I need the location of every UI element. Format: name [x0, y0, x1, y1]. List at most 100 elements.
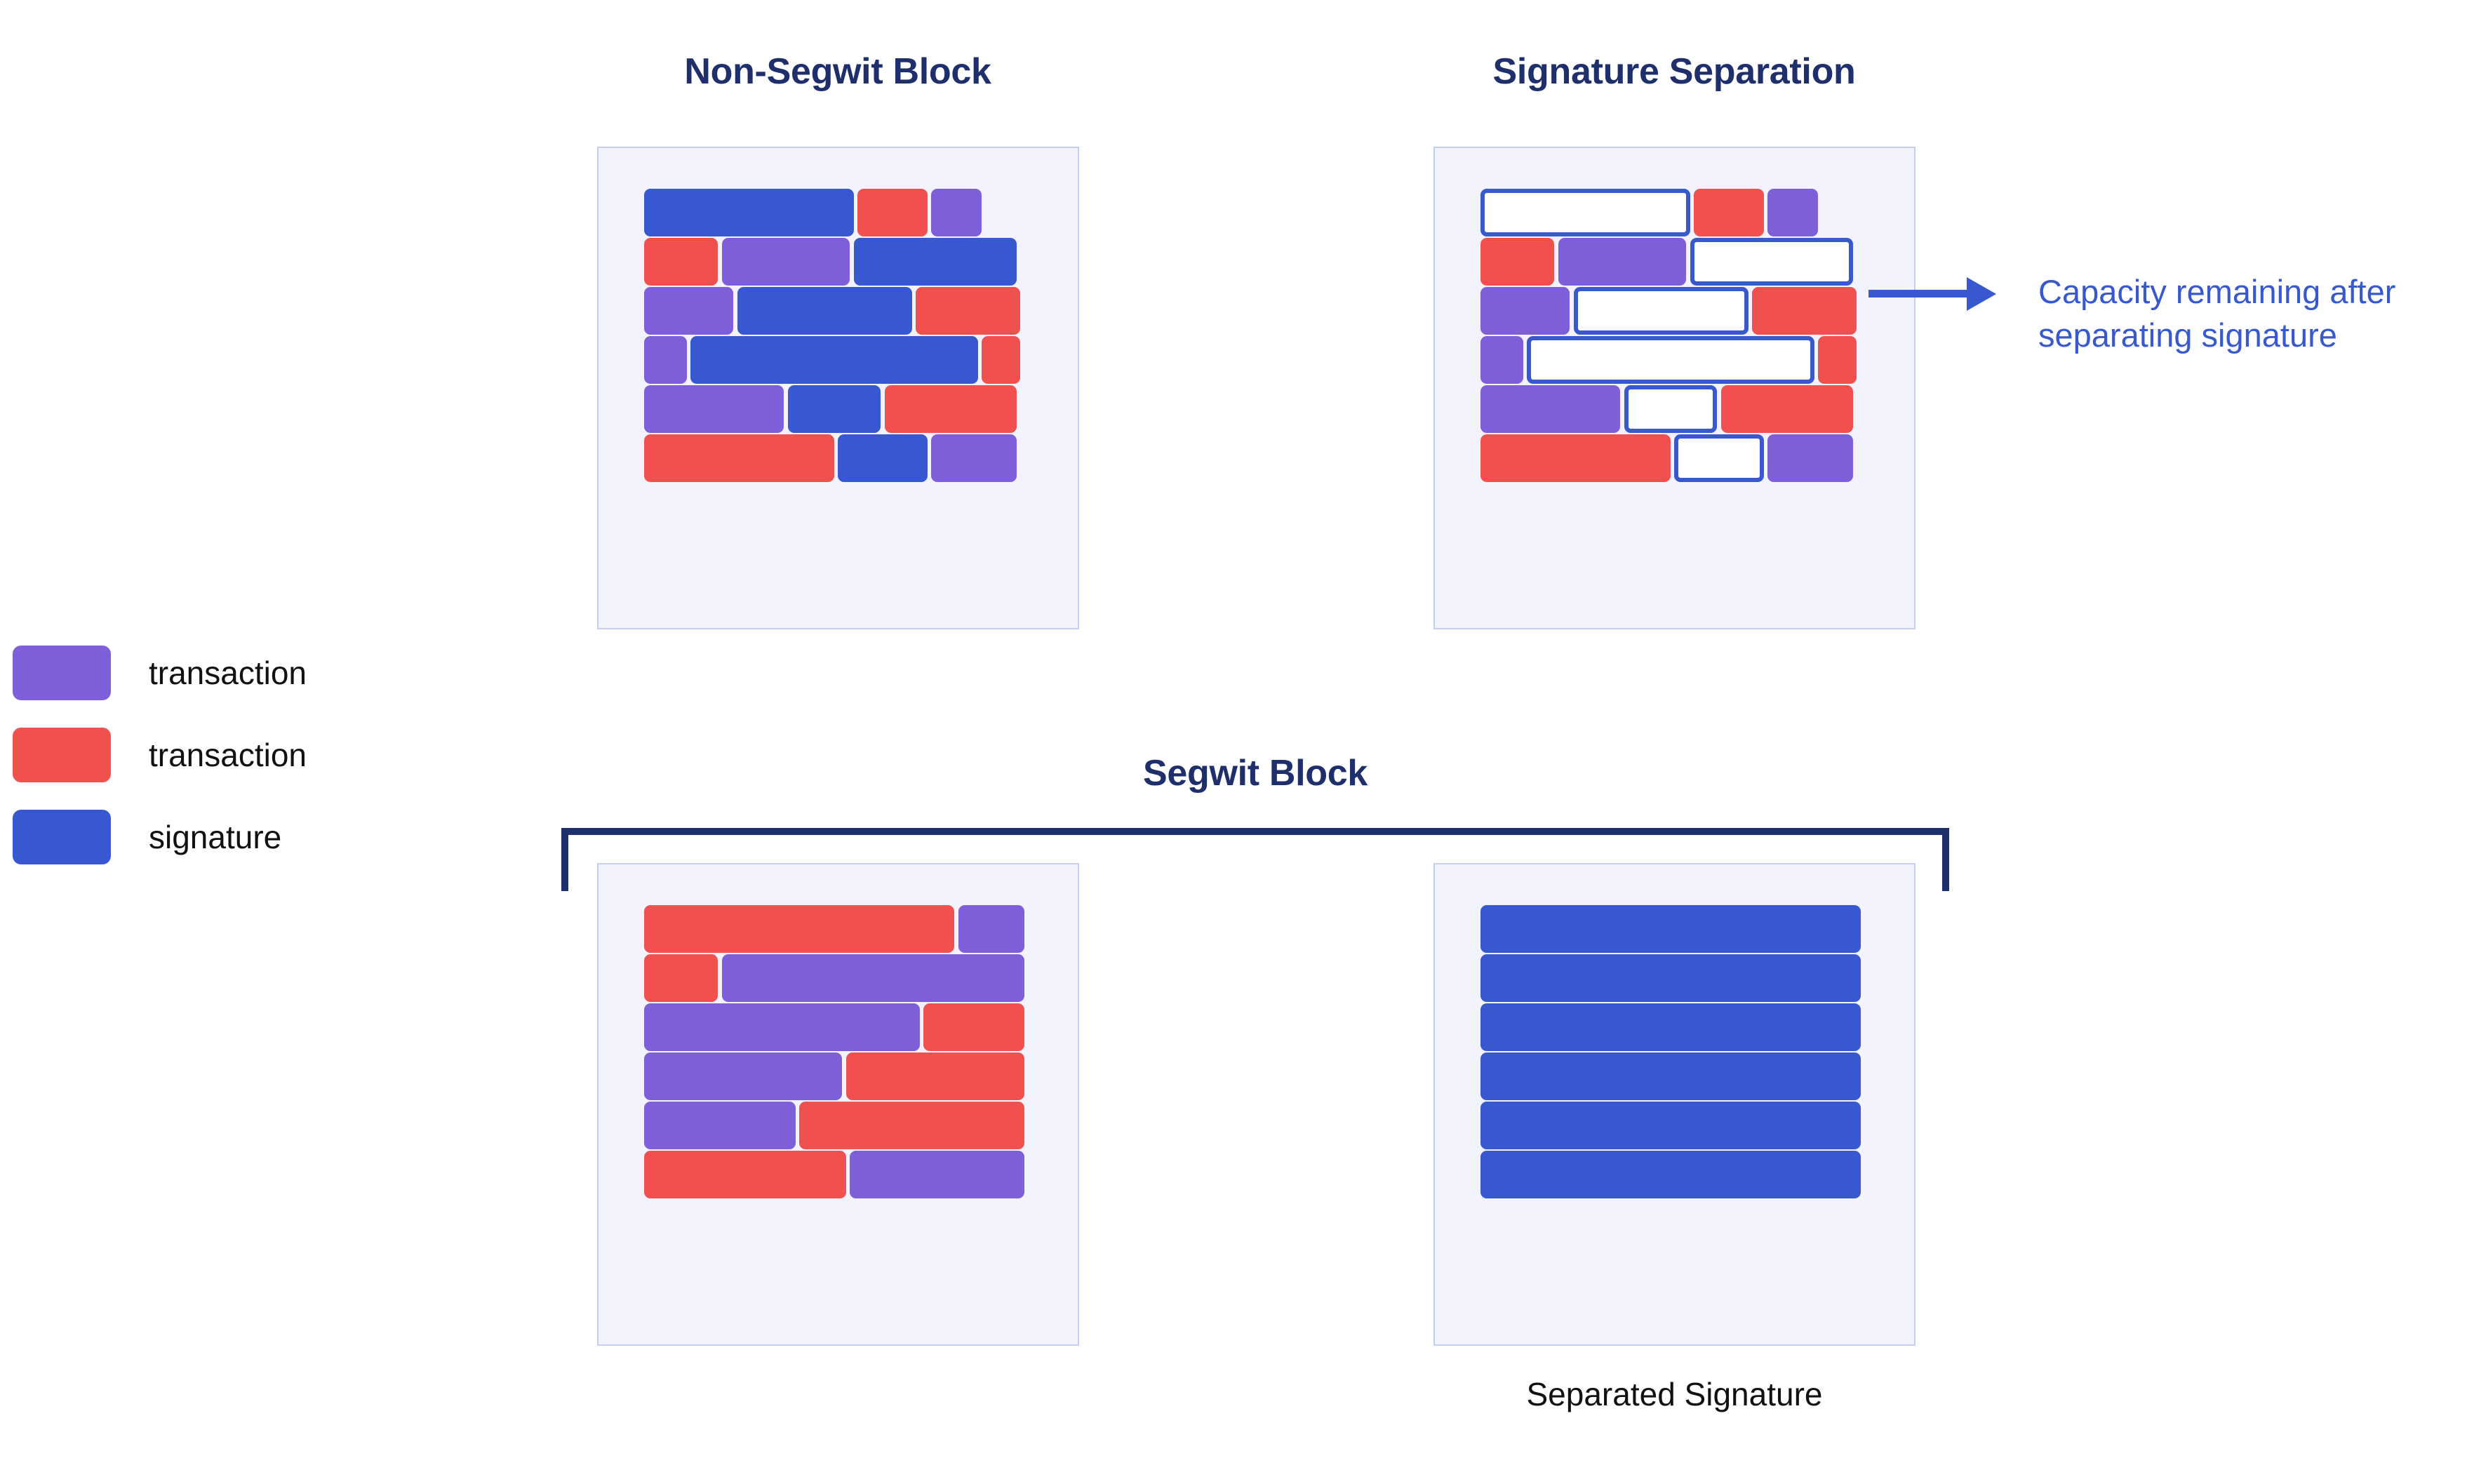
bar-transaction-purple	[931, 434, 1017, 482]
bar-transaction-red	[1694, 189, 1764, 236]
block-row	[1435, 905, 1914, 953]
bar-transaction-red	[916, 287, 1021, 335]
bar-transaction-purple	[721, 954, 1024, 1002]
bar-transaction-red	[644, 434, 834, 482]
block-row	[1435, 1151, 1914, 1198]
legend-item-label: transaction	[149, 737, 307, 773]
capacity-remaining-annotation: Capacity remaining after separating sign…	[2038, 273, 2396, 354]
bar-gap	[718, 954, 722, 1002]
bar-transaction-purple	[931, 189, 982, 236]
legend-item-label: signature	[149, 819, 282, 855]
non-segwit-block-title: Non-Segwit Block	[684, 51, 991, 92]
separated-signature-caption: Separated Signature	[1526, 1376, 1823, 1412]
block-row	[1435, 238, 1914, 286]
segwit-block-panel	[597, 863, 1079, 1346]
bar-gap	[1554, 238, 1558, 286]
bar-gap	[1620, 385, 1624, 433]
block-row	[1435, 336, 1914, 384]
bar-transaction-purple	[1480, 287, 1570, 335]
block-row	[599, 1052, 1078, 1100]
block-row	[1435, 287, 1914, 335]
block-row	[1435, 1102, 1914, 1149]
bar-transaction-red	[1752, 287, 1857, 335]
bar-transaction-red	[644, 238, 718, 286]
block-row	[599, 385, 1078, 433]
legend-item: transaction	[13, 646, 307, 700]
bar-transaction-purple	[644, 1102, 796, 1149]
bar-gap	[733, 287, 737, 335]
legend: transaction transaction signature	[13, 646, 307, 892]
bar-signature	[1480, 1003, 1861, 1051]
bar-gap	[1686, 238, 1690, 286]
bar-transaction-red	[644, 1151, 846, 1198]
legend-item-label: transaction	[149, 655, 307, 691]
bar-transaction-purple	[644, 336, 687, 384]
bar-transaction-purple	[850, 1151, 1024, 1198]
bar-transaction-red	[644, 905, 955, 953]
bar-transaction-purple	[1480, 385, 1621, 433]
block-row	[1435, 434, 1914, 482]
signature-separation-block-panel	[1433, 147, 1916, 629]
bar-gap	[842, 1052, 846, 1100]
block-row	[599, 954, 1078, 1002]
bar-transaction-red	[857, 189, 928, 236]
block-row	[1435, 954, 1914, 1002]
bar-signature	[690, 336, 978, 384]
bar-transaction-purple	[1480, 336, 1523, 384]
block-row	[599, 336, 1078, 384]
block-row	[599, 1003, 1078, 1051]
bar-gap	[1570, 287, 1574, 335]
bar-signature	[1480, 954, 1861, 1002]
separated-signature-block-panel	[1433, 863, 1916, 1346]
block-row	[1435, 1052, 1914, 1100]
block-row	[599, 238, 1078, 286]
red-transaction-swatch	[13, 728, 111, 782]
bar-transaction-red	[1720, 385, 1853, 433]
bar-signature	[1480, 905, 1861, 953]
block-row	[599, 1102, 1078, 1149]
bar-gap	[784, 385, 788, 433]
bar-transaction-purple	[958, 905, 1024, 953]
bar-transaction-red	[1818, 336, 1857, 384]
bar-transaction-purple	[644, 385, 784, 433]
bar-transaction-purple	[1767, 434, 1853, 482]
bar-signature-empty	[1624, 385, 1718, 433]
bar-signature-empty	[1573, 287, 1749, 335]
block-row	[599, 1151, 1078, 1198]
capacity-arrow-head-icon	[1967, 277, 1996, 311]
block-row	[1435, 1003, 1914, 1051]
capacity-arrow-line	[1868, 290, 1970, 298]
bar-transaction-purple	[1767, 189, 1819, 236]
bar-signature	[737, 287, 912, 335]
block-row	[1435, 385, 1914, 433]
bar-transaction-red	[923, 1003, 1024, 1051]
bar-transaction-purple	[644, 287, 734, 335]
bar-transaction-red	[1480, 434, 1671, 482]
bar-transaction-red	[799, 1102, 1024, 1149]
block-row	[599, 287, 1078, 335]
bar-transaction-purple	[644, 1052, 843, 1100]
blue-signature-swatch	[13, 810, 111, 864]
bar-gap	[718, 238, 722, 286]
legend-item: signature	[13, 810, 307, 864]
bar-signature-empty	[1480, 189, 1690, 236]
bar-signature	[644, 189, 854, 236]
legend-item: transaction	[13, 728, 307, 782]
bar-transaction-red	[884, 385, 1017, 433]
bar-signature	[838, 434, 928, 482]
bar-gap	[850, 238, 854, 286]
bar-transaction-red	[982, 336, 1021, 384]
bar-transaction-purple	[1558, 238, 1687, 286]
block-row	[599, 189, 1078, 236]
bar-transaction-red	[1480, 238, 1555, 286]
bar-signature	[1480, 1052, 1861, 1100]
bar-transaction-red	[845, 1052, 1024, 1100]
block-row	[599, 434, 1078, 482]
bar-signature-empty	[1674, 434, 1764, 482]
bar-signature	[1480, 1102, 1861, 1149]
block-row	[1435, 189, 1914, 236]
signature-separation-title: Signature Separation	[1492, 51, 1856, 92]
bar-signature	[1480, 1151, 1861, 1198]
bar-transaction-purple	[721, 238, 850, 286]
block-row	[599, 905, 1078, 953]
